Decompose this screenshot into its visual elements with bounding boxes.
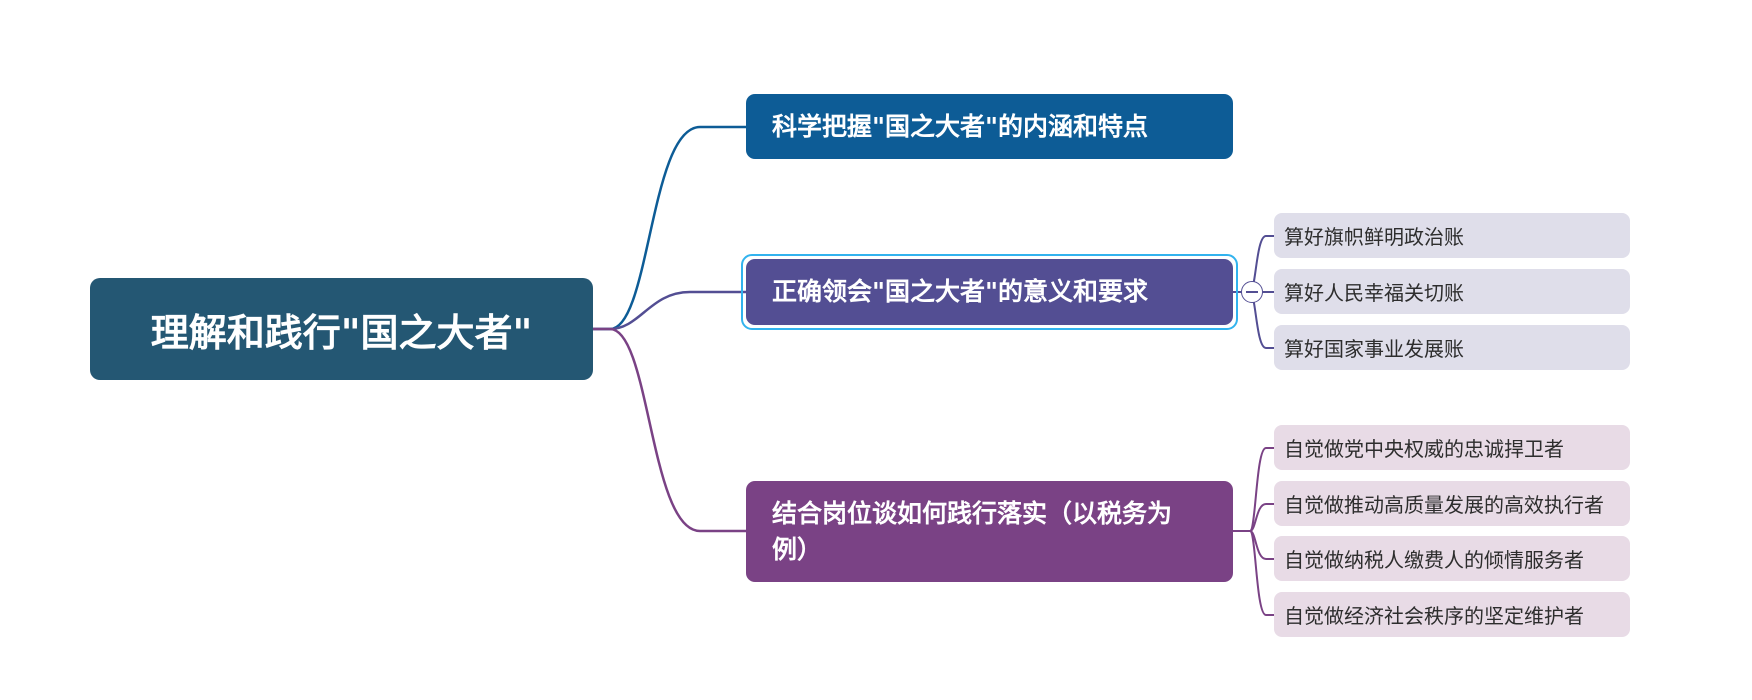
subtopic-label: 算好人民幸福关切账 xyxy=(1284,281,1464,305)
subtopic-2-2[interactable]: 算好人民幸福关切账 xyxy=(1274,269,1630,314)
subtopic-label: 自觉做纳税人缴费人的倾情服务者 xyxy=(1284,548,1584,572)
branch-topic-label: 科学把握"国之大者"的内涵和特点 xyxy=(772,111,1149,141)
root-topic-label: 理解和践行"国之大者" xyxy=(150,310,533,355)
subtopic-2-3[interactable]: 算好国家事业发展账 xyxy=(1274,325,1630,370)
branch-topic-1[interactable]: 科学把握"国之大者"的内涵和特点 xyxy=(746,94,1233,159)
collapse-toggle-icon[interactable] xyxy=(1241,281,1263,303)
branch-topic-label: 正确领会"国之大者"的意义和要求 xyxy=(772,277,1149,306)
connector-leaf-3-4 xyxy=(1233,530,1274,616)
subtopic-label: 算好国家事业发展账 xyxy=(1284,337,1464,361)
subtopic-label: 算好旗帜鲜明政治账 xyxy=(1284,225,1464,249)
branch-topic-2[interactable]: 正确领会"国之大者"的意义和要求 xyxy=(746,259,1233,325)
subtopic-3-3[interactable]: 自觉做纳税人缴费人的倾情服务者 xyxy=(1274,536,1630,581)
root-topic[interactable]: 理解和践行"国之大者" xyxy=(90,278,593,380)
subtopic-label: 自觉做推动高质量发展的高效执行者 xyxy=(1284,493,1604,517)
connector-branch-2 xyxy=(593,290,746,331)
connector-branch-1 xyxy=(593,125,746,331)
subtopic-3-1[interactable]: 自觉做党中央权威的忠诚捍卫者 xyxy=(1274,425,1630,470)
subtopic-2-1[interactable]: 算好旗帜鲜明政治账 xyxy=(1274,213,1630,258)
branch-topic-label: 结合岗位谈如何践行落实（以税务为例） xyxy=(772,498,1173,564)
connector-branch-3 xyxy=(593,327,746,533)
subtopic-3-4[interactable]: 自觉做经济社会秩序的坚定维护者 xyxy=(1274,592,1630,637)
subtopic-label: 自觉做党中央权威的忠诚捍卫者 xyxy=(1284,437,1564,461)
subtopic-3-2[interactable]: 自觉做推动高质量发展的高效执行者 xyxy=(1274,481,1630,526)
branch-topic-3[interactable]: 结合岗位谈如何践行落实（以税务为例） xyxy=(746,481,1233,582)
connector-leaf-3-1 xyxy=(1233,447,1274,532)
selection-outline xyxy=(741,254,1238,330)
subtopic-label: 自觉做经济社会秩序的坚定维护者 xyxy=(1284,604,1584,628)
